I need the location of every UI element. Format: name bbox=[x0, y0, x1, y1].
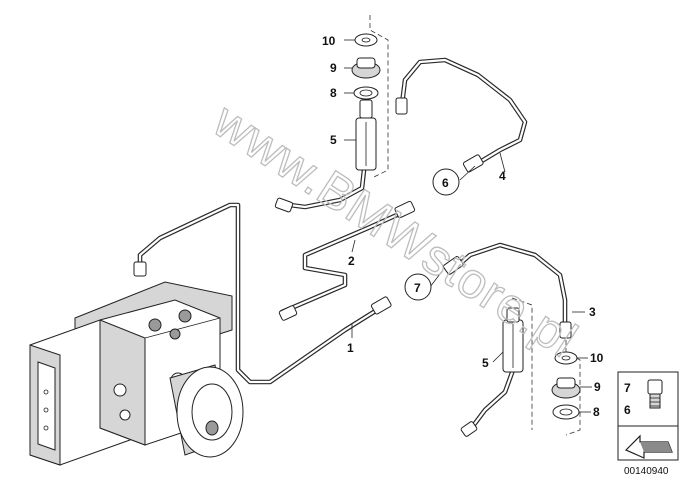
callout-ring-top: 8 bbox=[330, 86, 337, 100]
watermark-text: www.BMWstore.pl bbox=[203, 92, 587, 369]
callout-washer-top: 10 bbox=[322, 34, 336, 48]
callout-hose-bottom: 5 bbox=[482, 356, 489, 370]
callout-grommet-top: 9 bbox=[330, 61, 337, 75]
leader-lines bbox=[344, 39, 592, 413]
callout-washer-bottom: 10 bbox=[590, 351, 604, 365]
legend-box: 7 6 00140940 bbox=[617, 371, 679, 477]
brake-pipes bbox=[137, 57, 568, 433]
bottom-mount-assembly bbox=[502, 297, 581, 436]
callout-pipe-1: 1 bbox=[347, 341, 354, 355]
callout-pipe-3: 3 bbox=[589, 305, 596, 319]
callout-hose-top: 5 bbox=[330, 133, 337, 147]
callout-ring-bottom: 8 bbox=[593, 405, 600, 419]
callouts: 10 9 8 5 4 6 2 7 3 1 5 10 9 8 bbox=[322, 34, 604, 419]
legend-item-7: 7 bbox=[624, 381, 631, 395]
callout-circle-7-label: 7 bbox=[414, 281, 421, 295]
brake-pipe-4 bbox=[399, 57, 528, 168]
legend-item-6: 6 bbox=[624, 403, 631, 417]
callout-circle-7 bbox=[404, 273, 432, 301]
ring-top bbox=[353, 86, 379, 100]
callout-grommet-bottom: 9 bbox=[594, 380, 601, 394]
callout-circle-6 bbox=[432, 168, 460, 196]
ring-bottom bbox=[552, 404, 580, 420]
abs-hydraulic-unit bbox=[29, 281, 244, 466]
callout-pipe-2: 2 bbox=[348, 254, 355, 268]
doc-number: 00140940 bbox=[624, 466, 669, 477]
callout-circle-6-label: 6 bbox=[442, 176, 449, 190]
pipe-fittings bbox=[133, 97, 572, 437]
washer-top bbox=[354, 33, 378, 47]
callout-pipe-4: 4 bbox=[499, 169, 506, 183]
top-mount-assembly bbox=[351, 15, 389, 179]
fitting-icon bbox=[647, 379, 663, 409]
